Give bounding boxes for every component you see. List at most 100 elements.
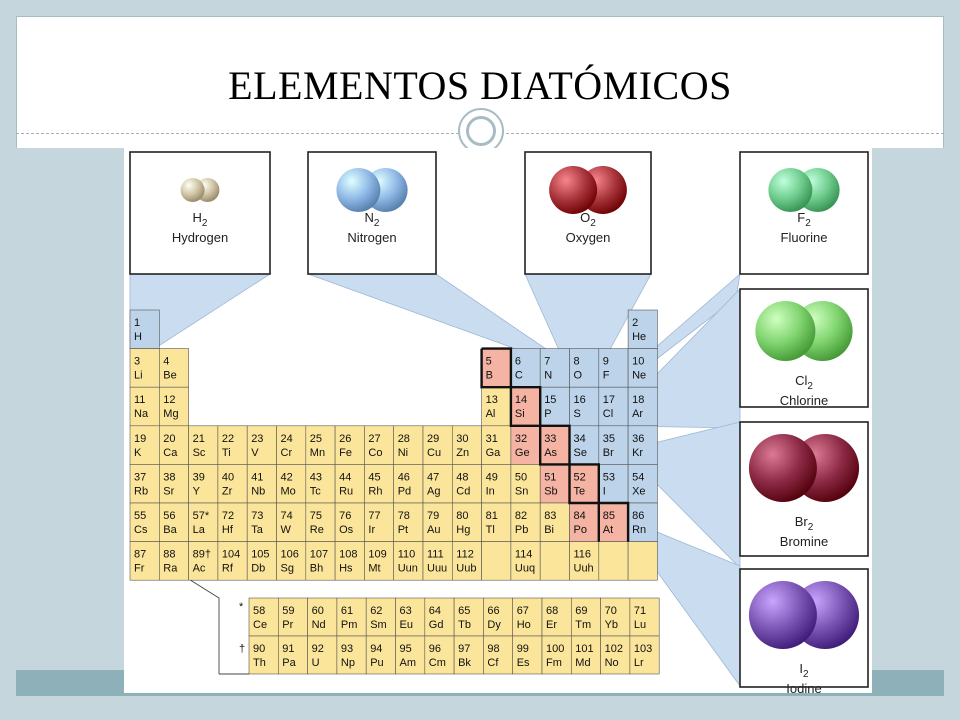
element-symbol: Po [574, 524, 587, 536]
molecule-name: Iodine [786, 681, 821, 693]
atomic-number: 116 [574, 549, 592, 561]
element-symbol: Mt [368, 563, 380, 575]
molecule-formula: F2 [797, 210, 811, 229]
element-symbol: I [603, 485, 606, 497]
molecule-name: Chlorine [780, 393, 828, 408]
atomic-number: 106 [281, 549, 299, 561]
atomic-number: 102 [605, 643, 623, 655]
element-symbol: Fe [339, 447, 352, 459]
atomic-number: 101 [575, 643, 593, 655]
element-symbol: Fm [546, 657, 562, 669]
element-symbol: Nd [312, 619, 326, 631]
atomic-number: 64 [429, 605, 441, 617]
atomic-number: 53 [603, 471, 615, 483]
atomic-number: 16 [574, 394, 586, 406]
element-symbol: Th [253, 657, 266, 669]
atomic-number: 12 [163, 394, 175, 406]
atomic-number: 32 [515, 433, 527, 445]
element-cell [539, 541, 570, 581]
element-symbol: Cs [134, 524, 148, 536]
atomic-number: 59 [282, 605, 294, 617]
atomic-number: 97 [458, 643, 470, 655]
f-block: 58Ce59Pr60Nd61Pm62Sm63Eu64Gd65Tb66Dy67Ho… [190, 579, 660, 675]
element-cell: 89†Ac [188, 541, 219, 581]
atomic-number: 42 [281, 471, 293, 483]
atomic-number: 38 [163, 471, 175, 483]
right-band [872, 148, 944, 670]
atomic-number: 56 [163, 510, 175, 522]
molecule-formula: Br2 [795, 514, 814, 533]
atomic-number: 30 [456, 433, 468, 445]
atomic-number: 57* [193, 510, 210, 522]
molecule-formula: Cl2 [795, 373, 813, 392]
atomic-number: 58 [253, 605, 265, 617]
atomic-number: 9 [603, 356, 609, 368]
element-symbol: Rh [368, 485, 382, 497]
element-symbol: Pd [398, 485, 411, 497]
atomic-number: 77 [368, 510, 380, 522]
element-cell: 15P [539, 386, 570, 427]
atomic-number: 74 [281, 510, 293, 522]
atomic-number: 7 [544, 356, 550, 368]
element-symbol: Mg [163, 408, 178, 420]
atomic-number: 4 [163, 356, 169, 368]
element-symbol: Nb [251, 485, 265, 497]
atomic-number: 72 [222, 510, 234, 522]
atomic-number: 95 [400, 643, 412, 655]
periodic-table-svg: 1H2He3Li4Be5B6C7N8O9F10Ne11Na12Mg13Al14S… [129, 151, 869, 693]
atomic-number: 46 [398, 471, 410, 483]
element-symbol: Al [486, 408, 496, 420]
atom-sphere-icon [748, 581, 817, 649]
atomic-number: 93 [341, 643, 353, 655]
element-symbol: Pu [370, 657, 383, 669]
atomic-number: 81 [486, 510, 498, 522]
atomic-number: 69 [575, 605, 587, 617]
element-cell: 8O [569, 348, 600, 388]
element-symbol: Rf [222, 563, 234, 575]
atomic-number: 17 [603, 394, 615, 406]
atomic-number: 100 [546, 643, 564, 655]
element-symbol: Lr [634, 657, 644, 669]
atomic-number: 47 [427, 471, 439, 483]
atomic-number: 10 [632, 356, 644, 368]
atomic-number: 31 [486, 433, 498, 445]
atomic-number: 1 [134, 317, 140, 329]
atomic-number: 52 [574, 471, 586, 483]
element-symbol: He [632, 331, 646, 343]
metalloid-staircase-inner [480, 348, 600, 542]
atomic-number: 44 [339, 471, 351, 483]
element-symbol: Bi [544, 524, 554, 536]
atomic-number: 73 [251, 510, 263, 522]
element-symbol: Br [603, 447, 614, 459]
element-cell: 5B [481, 348, 512, 388]
atomic-number: 21 [193, 433, 205, 445]
atomic-number: 26 [339, 433, 351, 445]
element-symbol: Ra [163, 563, 178, 575]
slide-title: ELEMENTOS DIATÓMICOS [228, 63, 732, 108]
element-symbol: Hg [456, 524, 470, 536]
atomic-number: 22 [222, 433, 234, 445]
element-symbol: Np [341, 657, 355, 669]
